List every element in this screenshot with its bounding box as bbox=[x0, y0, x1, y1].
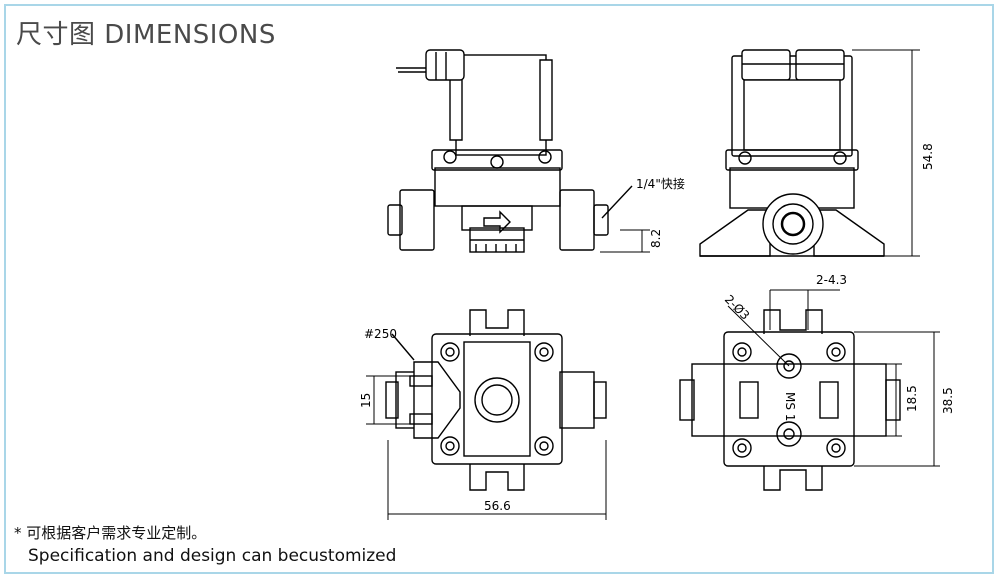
nameplate-label: MS 1 bbox=[783, 392, 797, 421]
front-view bbox=[387, 49, 650, 253]
dim-hole-diameter: 2-Ø3 bbox=[722, 292, 752, 322]
dim-hole-spacing: 2-4.3 bbox=[816, 273, 847, 287]
dim-outlet-height: 8.2 bbox=[649, 229, 663, 248]
dim-mount-inner: 18.5 bbox=[905, 385, 919, 412]
footnote-chinese: * 可根据客户需求专业定制。 bbox=[14, 524, 207, 542]
side-view bbox=[699, 49, 920, 257]
fitting-label: 1/4"快接 bbox=[636, 176, 685, 191]
dim-mount-outer: 38.5 bbox=[941, 387, 955, 414]
dim-total-height: 54.8 bbox=[921, 143, 935, 170]
dim-coil-width: 15 bbox=[359, 393, 373, 408]
page-title: 尺寸图 DIMENSIONS bbox=[16, 20, 276, 50]
footnote-english: Specification and design can becustomize… bbox=[28, 546, 397, 566]
bottom-view bbox=[366, 309, 607, 520]
coil-code-label: #250 bbox=[364, 327, 397, 341]
dim-total-length: 56.6 bbox=[484, 499, 511, 513]
top-view bbox=[679, 289, 940, 491]
